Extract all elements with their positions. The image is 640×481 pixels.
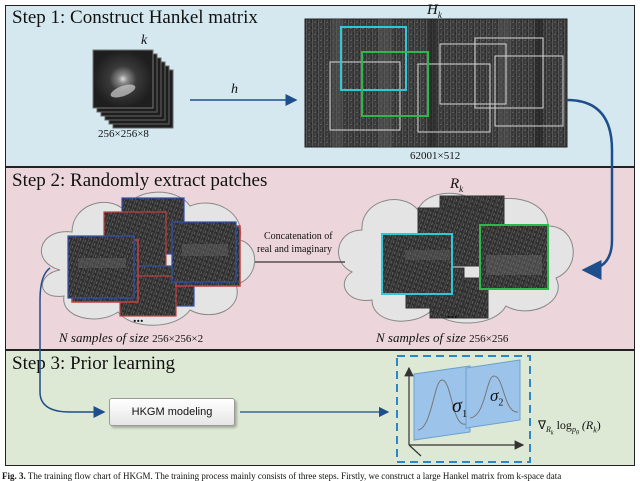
grad-subsub: k: [550, 430, 554, 437]
prior-axes: [404, 366, 525, 457]
grad-p: p: [571, 425, 576, 435]
k-label: k: [141, 33, 148, 48]
concat-label-line1: Concatenation of: [264, 231, 333, 242]
distribution-plane-1: [413, 365, 471, 441]
hankel-to-patches-arrow: [566, 98, 614, 280]
figure-caption: Fig. 3. The training flow chart of HKGM.…: [2, 471, 638, 481]
grad-arg-sub: k: [593, 425, 597, 435]
prior-dashed-box: [396, 355, 531, 463]
left-samples-label: N samples of size 256×256×2: [59, 330, 203, 346]
caption-text: The training flow chart of HKGM. The tra…: [25, 471, 562, 481]
sigma2-label: σ2: [490, 386, 503, 408]
right-patch-stack: [381, 195, 549, 319]
rk-label: Rk: [450, 176, 463, 194]
hankel-matrix: [304, 18, 568, 148]
grad-log: log: [556, 418, 572, 432]
grad-sub: Rk: [546, 425, 554, 437]
k-size-label: 256×256×8: [98, 128, 149, 140]
left-samples-text: samples of size: [67, 330, 153, 345]
hk-label: Hk: [427, 2, 442, 20]
sigma1-label: σ1: [452, 395, 467, 420]
step3-title: Step 3: Prior learning: [12, 353, 176, 374]
left-patch-stack: [67, 197, 241, 317]
grad-p-sub: pθ: [571, 425, 579, 437]
right-samples-text: samples of size: [384, 330, 470, 345]
concat-label-line2: real and imaginary: [257, 244, 332, 255]
grad-theta: θ: [575, 430, 579, 437]
score-function-label: ∇Rk logpθ (Rk): [538, 418, 601, 437]
rk-sub: k: [459, 184, 464, 194]
sigma1-sub: 1: [461, 408, 468, 420]
grad-arg: (R: [581, 418, 594, 432]
grad-close: ): [596, 418, 601, 432]
right-samples-n: N: [376, 330, 385, 345]
step2-title: Step 2: Randomly extract patches: [12, 170, 268, 191]
right-samples-size: 256×256: [469, 333, 509, 345]
sigma1-main: σ: [452, 395, 462, 417]
left-samples-size: 256×256×2: [152, 333, 204, 345]
caption-fig-number: Fig. 3.: [2, 471, 26, 481]
hkgm-modeling-button[interactable]: HKGM modeling: [109, 398, 235, 426]
right-dots: ...: [447, 307, 458, 322]
left-samples-n: N: [59, 330, 68, 345]
sigma2-sub: 2: [498, 397, 504, 409]
left-dots: ...: [133, 311, 144, 326]
rk-main: R: [450, 176, 460, 192]
grad-sub-r: R: [546, 425, 551, 435]
hk-sub: k: [437, 10, 442, 20]
distribution-plane-2: [465, 359, 521, 429]
hk-size-label: 62001×512: [410, 150, 461, 162]
patches-to-model-arrow: [39, 267, 106, 418]
grad-nabla: ∇: [538, 418, 547, 432]
step1-title: Step 1: Construct Hankel matrix: [12, 7, 258, 28]
sigma2-main: σ: [490, 386, 499, 405]
hk-main: H: [427, 2, 438, 18]
h-label: h: [231, 82, 238, 97]
right-samples-label: N samples of size 256×256: [376, 330, 508, 346]
kspace-stack: [92, 49, 174, 129]
